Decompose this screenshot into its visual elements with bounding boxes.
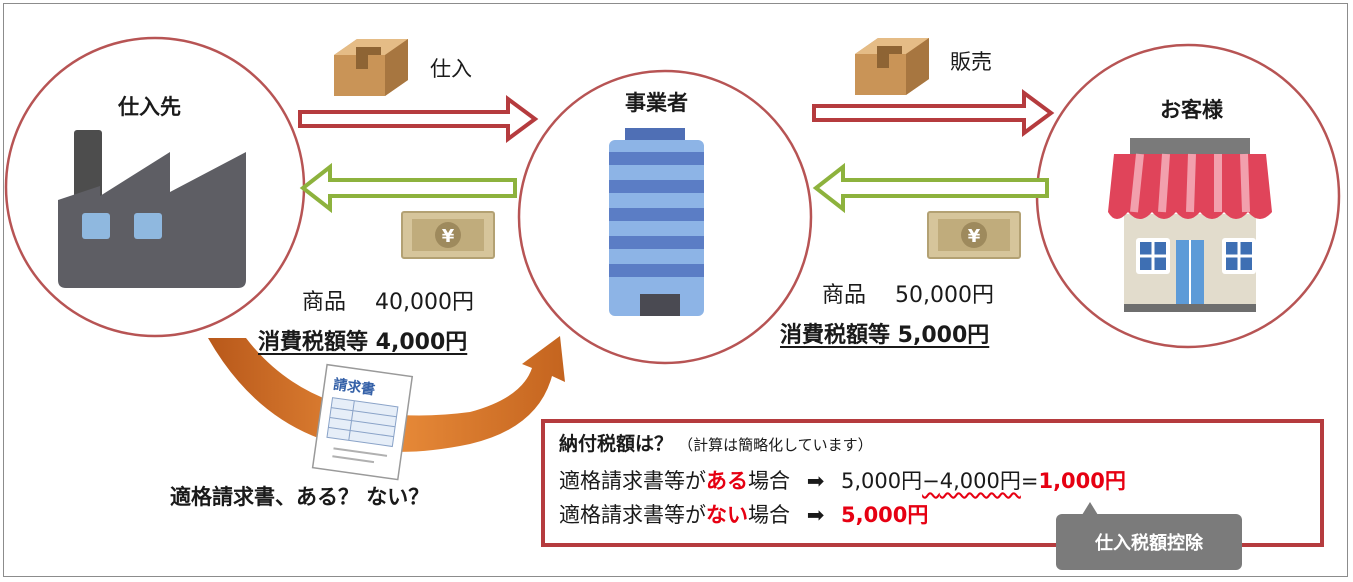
outer-frame bbox=[3, 3, 1348, 577]
payment-to-supplier-arrow bbox=[299, 162, 517, 214]
arrow-icon: ➡ bbox=[806, 503, 825, 527]
sale-flow-label: 販売 bbox=[950, 50, 992, 74]
svg-text:請求書: 請求書 bbox=[332, 376, 376, 399]
sale-goods-amount: 商品 50,000円 bbox=[822, 283, 994, 308]
calc-header: 納付税額は？ （計算は簡略化しています） bbox=[559, 435, 873, 454]
payable-tax-result-without-invoice: 5,000円 bbox=[840, 503, 929, 527]
cardboard-box-icon bbox=[334, 39, 408, 96]
calc-title: 納付税額は？ bbox=[559, 433, 674, 455]
payment-to-business-arrow bbox=[812, 162, 1049, 214]
sale-tax-amount: 消費税額等 5,000円 bbox=[780, 323, 990, 348]
invoice-document-icon: 請求書 bbox=[311, 363, 414, 481]
factory-icon bbox=[58, 130, 246, 288]
purchase-flow-label: 仕入 bbox=[430, 57, 472, 81]
row-keyword-aru: ある bbox=[706, 469, 748, 493]
payable-tax-result-with-invoice: 1,000円 bbox=[1038, 469, 1126, 493]
input-tax-credit-tooltip: 仕入税額控除 bbox=[1056, 514, 1242, 570]
row-keyword-nai: ない bbox=[706, 503, 748, 527]
row-prefix: 適格請求書等が bbox=[559, 503, 706, 527]
arrow-icon: ➡ bbox=[806, 469, 825, 493]
calc-row-without-invoice: 適格請求書等がない場合 ➡ 5,000円 bbox=[559, 505, 928, 526]
sales-tax-value: 5,000円 bbox=[840, 469, 923, 493]
customer-label: お客様 bbox=[1160, 98, 1223, 122]
row-suffix: 場合 bbox=[748, 503, 790, 527]
business-label: 事業者 bbox=[625, 91, 688, 115]
office-building-icon bbox=[609, 128, 704, 316]
invoice-question: 適格請求書、ある？ ない？ bbox=[170, 485, 430, 509]
tooltip-pointer bbox=[1082, 502, 1098, 515]
yen-bill-icon: ¥ bbox=[401, 211, 495, 259]
svg-text:¥: ¥ bbox=[968, 226, 981, 247]
purchase-tax-value: 4,000円 bbox=[939, 469, 1021, 493]
purchase-arrow bbox=[298, 95, 539, 143]
deductible-tax-term: −4,000円 bbox=[922, 469, 1021, 493]
calc-row-with-invoice: 適格請求書等がある場合 ➡ 5,000円−4,000円=1,000円 bbox=[559, 471, 1126, 492]
svg-text:¥: ¥ bbox=[442, 226, 455, 247]
purchase-tax-amount: 消費税額等 4,000円 bbox=[258, 330, 468, 355]
invoice-exchange-arrow bbox=[208, 336, 565, 452]
equals-sign: = bbox=[1020, 469, 1039, 493]
row-prefix: 適格請求書等が bbox=[559, 469, 706, 493]
purchase-goods-amount: 商品 40,000円 bbox=[302, 290, 474, 315]
row-suffix: 場合 bbox=[748, 469, 790, 493]
yen-bill-icon: ¥ bbox=[927, 211, 1021, 259]
sale-arrow bbox=[812, 89, 1055, 137]
supplier-label: 仕入先 bbox=[118, 95, 181, 119]
calc-note: （計算は簡略化しています） bbox=[678, 436, 873, 454]
store-icon bbox=[1108, 138, 1272, 312]
minus-sign: − bbox=[922, 469, 940, 493]
cardboard-box-icon bbox=[855, 38, 929, 95]
